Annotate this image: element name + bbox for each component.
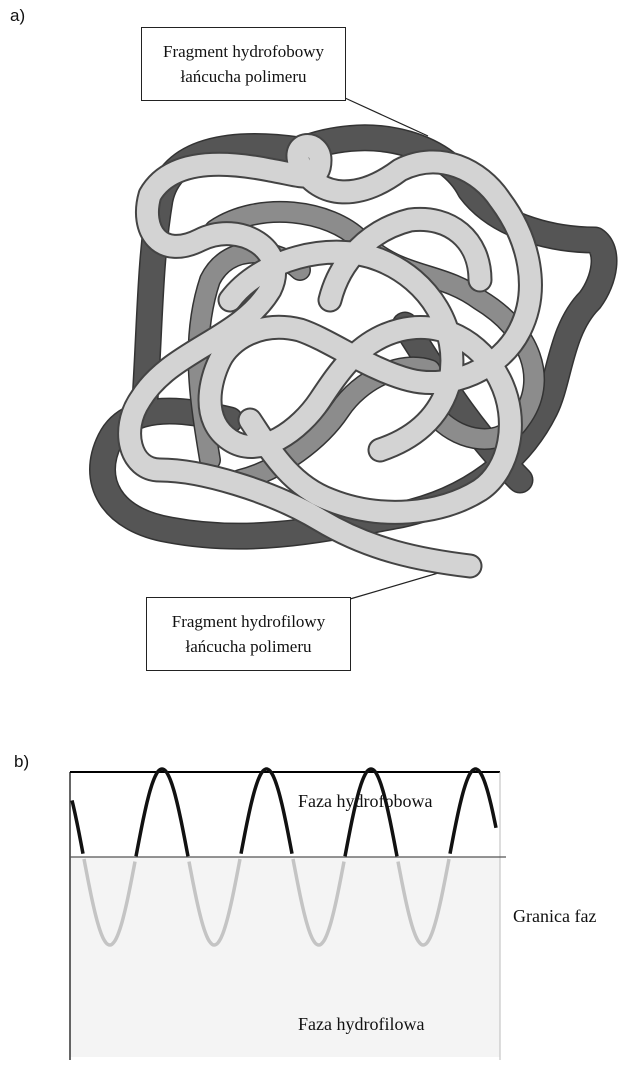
phase-boundary-diagram (69, 767, 506, 1060)
callout-top-line1: Fragment hydrofobowy (162, 42, 324, 61)
callout-bottom-line1: Fragment hydrofilowy (171, 612, 326, 631)
hydrophobic-fragment-callout: Fragment hydrofobowy łańcucha polimeru (141, 27, 346, 101)
callout-top-line2: łańcucha polimeru (180, 67, 307, 86)
phase-boundary-label: Granica faz (513, 906, 597, 926)
wave-hydrophobic-segments (70, 767, 498, 857)
hydrophilic-phase-label: Faza hydrofilowa (298, 1014, 425, 1034)
callout-bottom-line2: łańcucha polimeru (185, 637, 312, 656)
hydrophilic-chain-light (117, 133, 543, 579)
callout-top-pointer (344, 97, 429, 137)
panel-b-label: b) (14, 752, 30, 771)
wave-hydrophilic-segments (82, 858, 451, 947)
panel-a-label: a) (10, 6, 26, 25)
hydrophilic-fragment-callout: Fragment hydrofilowy łańcucha polimeru (146, 597, 351, 671)
hydrophilic-phase-region (70, 857, 500, 1057)
hydrophobic-phase-label: Faza hydrofobowa (298, 791, 433, 811)
